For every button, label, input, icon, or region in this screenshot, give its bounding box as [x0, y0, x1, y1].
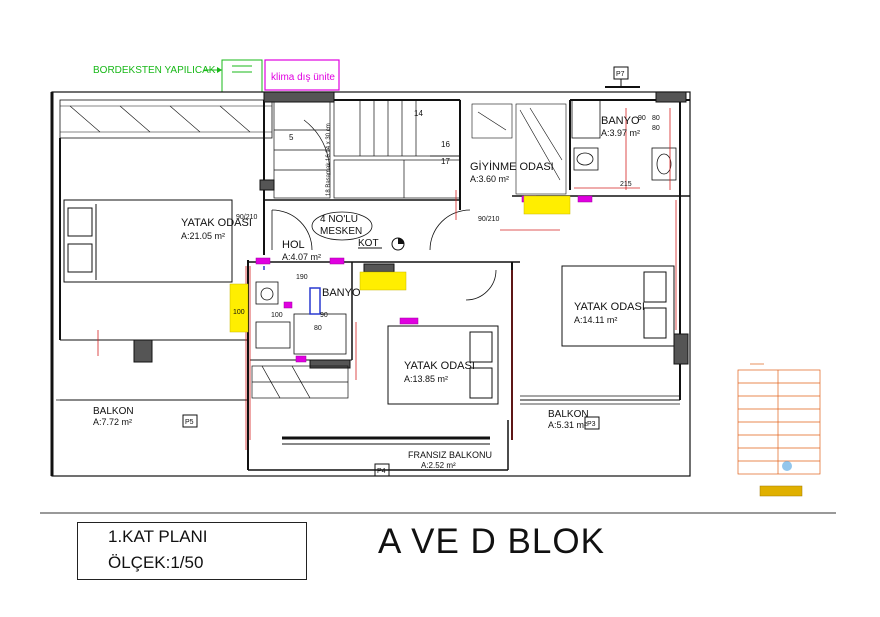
dim-100-b: 100	[233, 309, 245, 316]
dim-90-a: 90	[320, 312, 328, 319]
room-area-balkon-1: A:7.72 m²	[93, 417, 132, 427]
klima-box	[264, 59, 340, 91]
bed-large	[63, 199, 233, 283]
room-area-bedroom-3: A:13.85 m²	[404, 374, 448, 384]
stair-note: 18 Basamak 16.94 x 30 cm	[326, 123, 332, 196]
radiator-right	[523, 195, 571, 215]
column-top-2	[655, 91, 687, 103]
p3-tag: P3	[587, 421, 596, 428]
p5-tag: P5	[185, 419, 194, 426]
bordeksten-note: BORDEKSTEN YAPILICAK	[93, 65, 216, 76]
room-area-banyo-2: A:3.97 m²	[601, 128, 640, 138]
kot-label: KOT	[358, 238, 379, 249]
door-tag-right: 90/210	[478, 216, 500, 223]
room-name-banyo-2: BANYO	[601, 115, 640, 127]
dim-100: 100	[271, 312, 283, 319]
p5-tag-box	[182, 414, 198, 428]
flat-label-line1: 4 NO'LU	[320, 214, 358, 225]
flat-label-ellipse	[311, 211, 373, 241]
p3-tag-box	[584, 416, 600, 430]
room-name-bedroom-1: YATAK ODASI	[181, 217, 252, 229]
stair-step-17: 17	[441, 157, 450, 166]
bed-middle	[387, 325, 499, 405]
klima-note: klima dış ünite	[271, 72, 335, 83]
room-area-hol: A:4.07 m²	[282, 252, 321, 262]
room-name-balkon-2: BALKON	[548, 409, 589, 420]
title-block: 1.KAT PLANI ÖLÇEK:1/50	[77, 522, 307, 580]
bordeksten-box	[221, 59, 263, 93]
plan-title: 1.KAT PLANI	[108, 527, 208, 546]
room-area-fransiz: A:2.52 m²	[421, 461, 456, 470]
room-area-balkon-2: A:5.31 m²	[548, 420, 587, 430]
plan-scale: ÖLÇEK:1/50	[108, 553, 204, 572]
block-title: A VE D BLOK	[378, 522, 605, 561]
radiator-middle	[359, 271, 407, 291]
room-name-bedroom-3: YATAK ODASI	[404, 360, 475, 372]
symbol-legend	[737, 363, 821, 475]
radiator-left	[229, 283, 249, 333]
room-name-banyo-1: BANYO	[322, 287, 361, 299]
dim-190: 190	[296, 274, 308, 281]
room-area-bedroom-1: A:21.05 m²	[181, 231, 225, 241]
p7-tag: P7	[616, 71, 625, 78]
stair-step-5: 5	[289, 133, 294, 142]
column-top-1	[263, 91, 335, 103]
bed-right	[561, 265, 675, 347]
room-area-giyinme: A:3.60 m²	[470, 174, 509, 184]
dim-215: 215	[620, 181, 632, 188]
room-name-giyinme: GİYİNME ODASI	[470, 160, 554, 173]
flat-label-line2: MESKEN	[320, 226, 362, 237]
dim-80-b: 80	[652, 115, 660, 122]
dim-80-a: 80	[314, 325, 322, 332]
legend-yellow-block	[759, 485, 803, 497]
p4-tag: P4	[377, 468, 386, 475]
room-name-bedroom-2: YATAK ODASI	[574, 301, 645, 313]
p4-tag-box	[374, 463, 390, 477]
room-name-hol: HOL	[282, 239, 305, 251]
room-name-balkon-1: BALKON	[93, 406, 134, 417]
door-tag-left: 90/210	[236, 214, 258, 221]
dim-80-c: 80	[652, 125, 660, 132]
stair-step-14: 14	[414, 109, 423, 118]
dim-90-b: 90	[638, 115, 646, 122]
room-name-fransiz: FRANSIZ BALKONU	[408, 450, 492, 460]
room-area-bedroom-2: A:14.11 m²	[574, 315, 617, 325]
legend-blue-icon	[782, 461, 792, 471]
stair-step-16: 16	[441, 140, 450, 149]
